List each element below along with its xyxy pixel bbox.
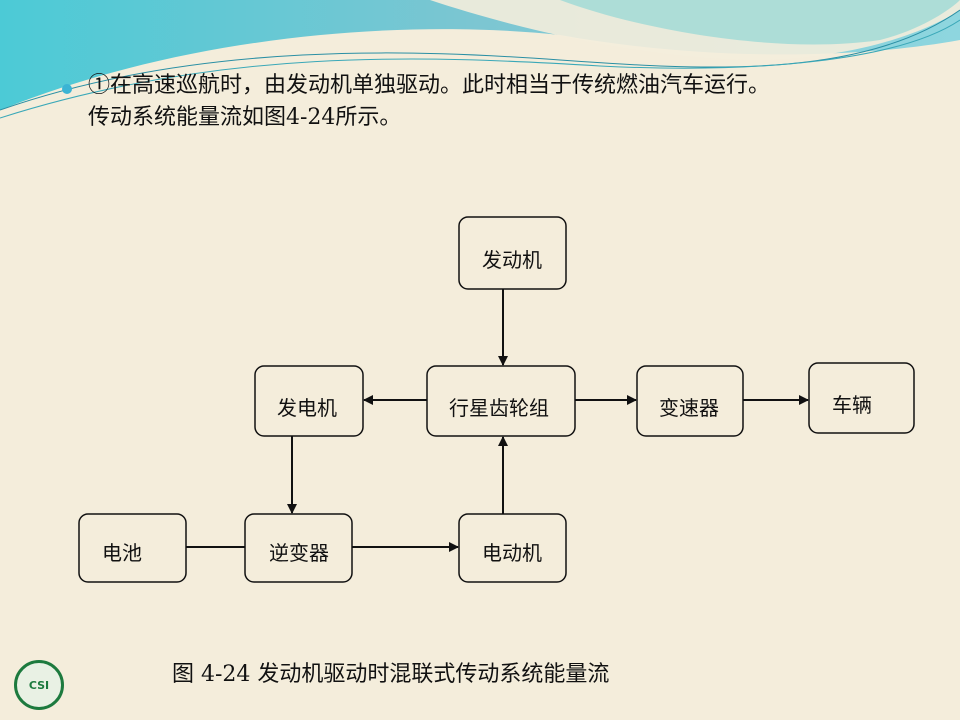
body-text: ①在高速巡航时，由发动机单独驱动。此时相当于传统燃油汽车运行。 传动系统能量流如… [88, 70, 948, 134]
node-generator [254, 365, 364, 437]
node-engine [458, 216, 567, 290]
body-line-2: 传动系统能量流如图4-24所示。 [88, 105, 402, 130]
institution-logo: CSI [14, 660, 64, 710]
figure-caption: 图 4-24 发动机驱动时混联式传动系统能量流 [172, 662, 610, 687]
node-battery [78, 513, 187, 583]
bullet-icon [62, 84, 72, 94]
node-planetary-gear [426, 365, 576, 437]
label-battery: 电池 [102, 541, 142, 565]
label-engine: 发动机 [482, 248, 542, 272]
node-inverter [244, 513, 353, 583]
node-motor [458, 513, 567, 583]
label-motor: 电动机 [482, 541, 542, 565]
label-vehicle: 车辆 [832, 393, 872, 417]
body-line-1: ①在高速巡航时，由发动机单独驱动。此时相当于传统燃油汽车运行。 [88, 73, 771, 98]
node-transmission [636, 365, 744, 437]
label-transmission: 变速器 [659, 396, 719, 420]
label-generator: 发电机 [277, 396, 337, 420]
label-inverter: 逆变器 [269, 541, 329, 565]
node-vehicle [808, 362, 915, 434]
label-planetary-gear: 行星齿轮组 [449, 396, 549, 420]
logo-text: CSI [28, 678, 50, 692]
